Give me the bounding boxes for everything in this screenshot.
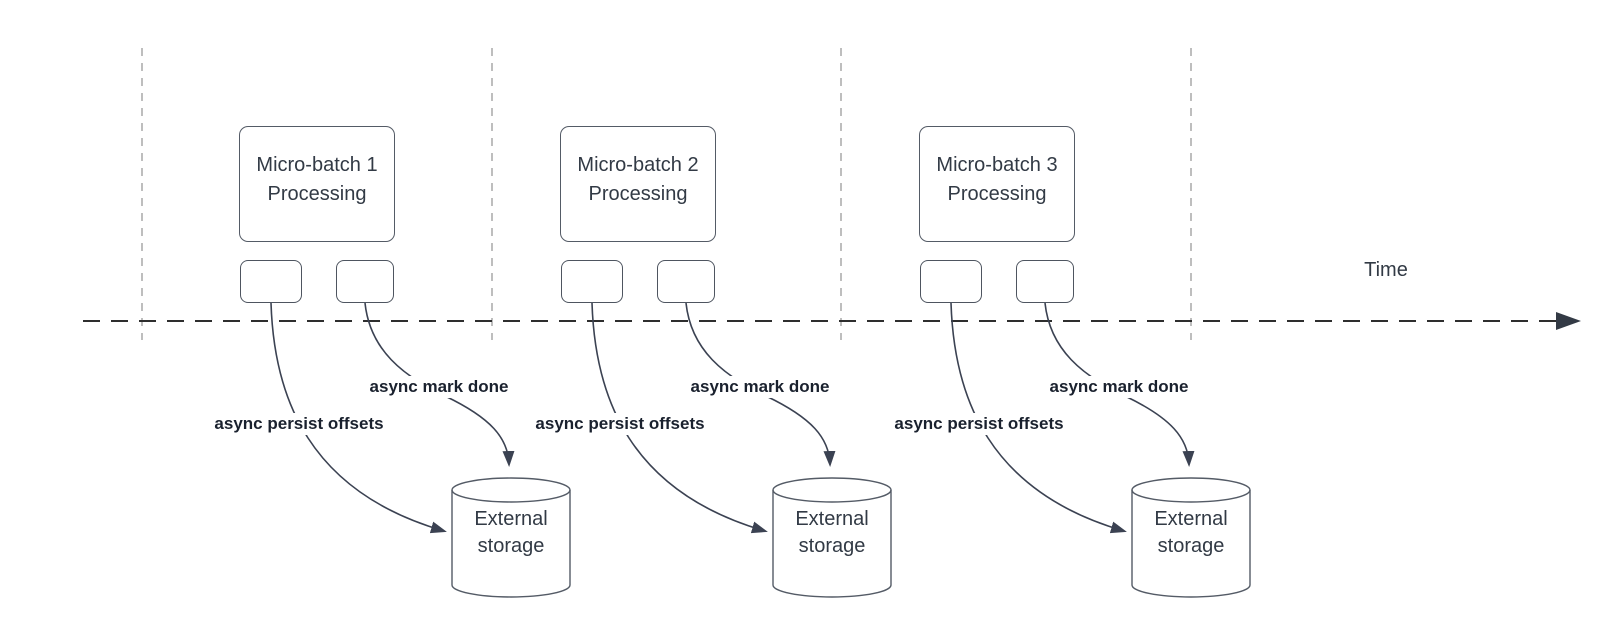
timeline-arrowhead-icon [1556, 312, 1581, 330]
external-storage-cylinder [451, 477, 571, 598]
processing-box: Micro-batch 1 Processing [239, 126, 395, 242]
time-axis-label: Time [1364, 259, 1408, 281]
persist-offsets-arrow-label: async persist offsets [890, 413, 1068, 435]
external-storage-cylinder [772, 477, 892, 598]
mark-done-arrow-label: async mark done [1045, 376, 1193, 398]
processing-box: Micro-batch 2 Processing [560, 126, 716, 242]
external-storage-label: External storage [795, 508, 869, 557]
external-storage-label: External storage [474, 508, 548, 557]
mark-done-task-box [657, 260, 715, 303]
microbatch-group-1: Micro-batch 1 Processing async persist o… [210, 0, 571, 642]
persist-offsets-arrow-label: async persist offsets [531, 413, 709, 435]
persist-offsets-arrow-label: async persist offsets [210, 413, 388, 435]
mark-done-arrow-label: async mark done [686, 376, 834, 398]
microbatch-group-2: Micro-batch 2 Processing async persist o… [531, 0, 892, 642]
external-storage-cylinder [1131, 477, 1251, 598]
external-storage-label: External storage [1154, 508, 1228, 557]
mark-done-arrow-label: async mark done [365, 376, 513, 398]
mark-done-task-box [336, 260, 394, 303]
processing-box: Micro-batch 3 Processing [919, 126, 1075, 242]
persist-offsets-task-box [240, 260, 302, 303]
mark-done-task-box [1016, 260, 1074, 303]
persist-offsets-task-box [920, 260, 982, 303]
persist-offsets-task-box [561, 260, 623, 303]
microbatch-group-3: Micro-batch 3 Processing async persist o… [890, 0, 1251, 642]
